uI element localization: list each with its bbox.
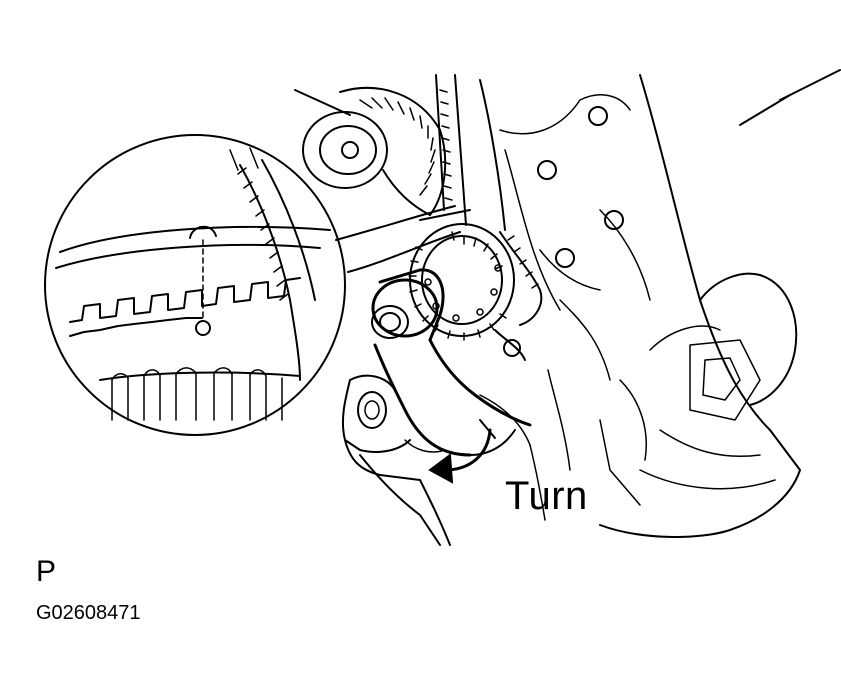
figure-id: G02608471	[36, 602, 141, 624]
magnified-detail	[44, 134, 461, 436]
engine-block	[499, 69, 841, 538]
lower-case	[341, 369, 571, 546]
idler-pulley	[294, 86, 447, 216]
wrench	[371, 268, 532, 457]
crankshaft-pulley	[408, 209, 526, 361]
timing-belt	[435, 74, 543, 326]
view-letter: P	[36, 555, 57, 588]
turn-label: Turn	[505, 474, 588, 518]
turn-arrow	[428, 419, 496, 484]
